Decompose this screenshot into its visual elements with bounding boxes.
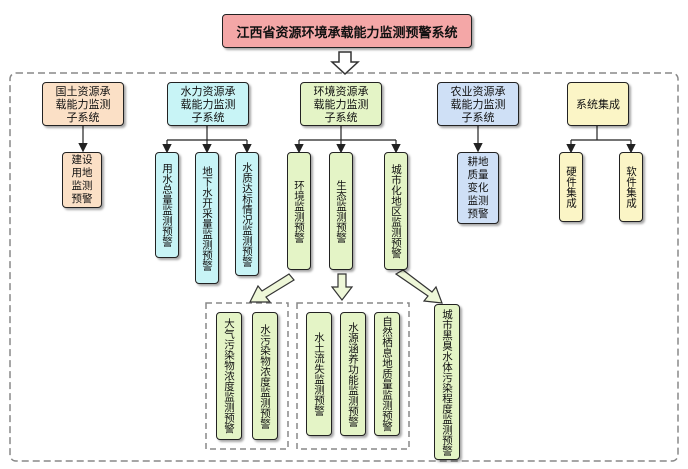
habitat-quality-warning: 自然栖息地质量监测预警 xyxy=(374,312,400,436)
eco-arrow xyxy=(330,273,354,301)
hardware-integration: 硬件集成 xyxy=(559,152,583,222)
outer-dashed-frame xyxy=(9,72,679,462)
water-quality-warning: 水质达标情况监测预警 xyxy=(235,152,259,276)
urban-arrow xyxy=(394,269,443,304)
agriculture-resource-subsystem: 农业资源承 载能力监测 子系统 xyxy=(437,82,519,126)
eco-group-frame xyxy=(296,302,410,450)
water-pollutant-warning: 水污染物浓度监测预警 xyxy=(252,312,278,440)
land-resource-subsystem: 国土资源承 载能力监测 子系统 xyxy=(42,82,124,126)
system-integration: 系统集成 xyxy=(567,82,629,126)
main-down-arrow xyxy=(330,51,360,76)
farmland-quality-warning: 耕地质量变化监测预警 xyxy=(457,152,499,224)
ecology-monitoring-warning: 生态监测预警 xyxy=(329,152,353,270)
system-title: 江西省资源环境承载能力监测预警系统 xyxy=(222,14,472,48)
groundwater-warning: 地下水开采量监测预警 xyxy=(195,152,219,284)
water-usage-warning: 用水总量监测预警 xyxy=(155,152,179,258)
black-odorous-water-warning: 城市黑臭水体污染程度监测预警 xyxy=(434,304,460,460)
air-pollutant-warning: 大气污染物浓度监测预警 xyxy=(216,312,242,440)
construction-land-warning: 建设用地监测预警 xyxy=(62,152,102,208)
env-group-frame xyxy=(205,302,289,450)
water-resource-subsystem: 水力资源承 载能力监测 子系统 xyxy=(167,82,249,126)
soil-erosion-warning: 水土流失监测预警 xyxy=(306,312,332,436)
water-conservation-warning: 水源涵养功能监测预警 xyxy=(340,312,366,436)
environment-resource-subsystem: 环境资源承 载能力监测 子系统 xyxy=(300,82,382,126)
environment-monitoring-warning: 环境监测预警 xyxy=(287,152,311,270)
software-integration: 软件集成 xyxy=(619,152,643,222)
env-arrow xyxy=(249,273,295,303)
urban-area-monitoring-warning: 城市化地区监测预警 xyxy=(384,152,408,270)
